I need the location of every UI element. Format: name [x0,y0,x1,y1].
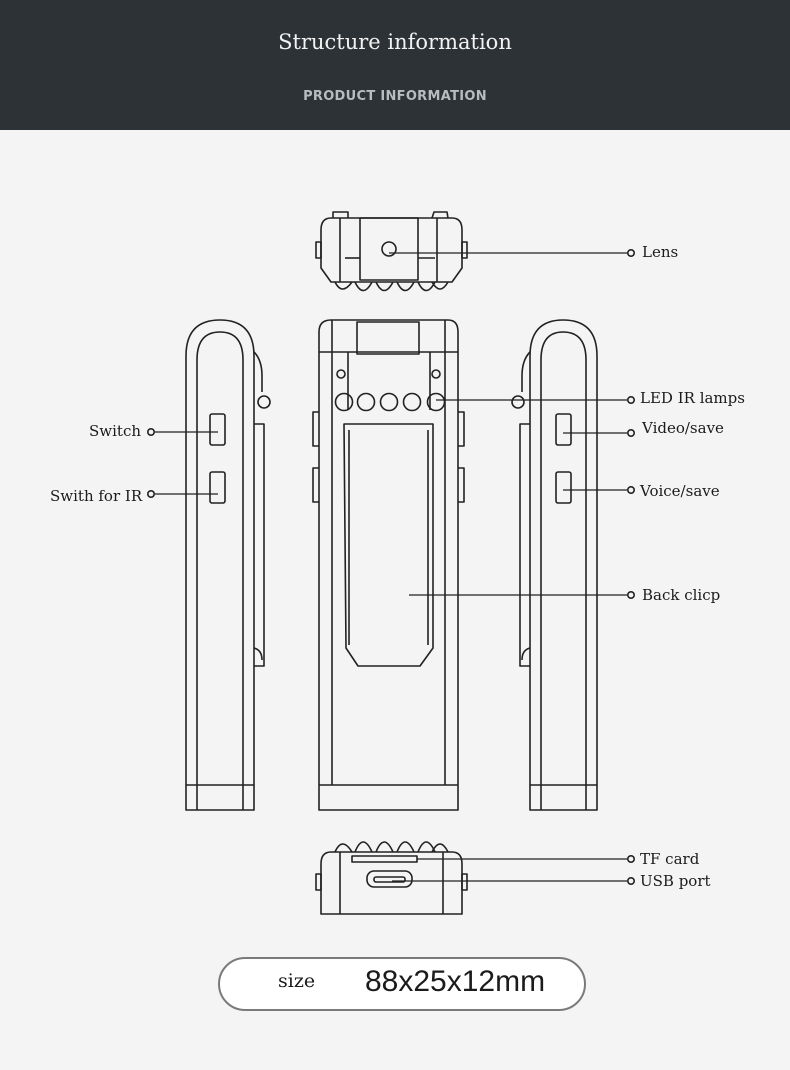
size-badge [218,957,586,1011]
voice-save-button-icon [555,471,572,504]
led-ir-lamps-icon [334,392,446,412]
callout-video-save: Video/save [642,419,724,437]
callout-usb-port: USB port [640,872,711,890]
page-subtitle: PRODUCT INFORMATION [303,89,487,104]
usb-port-icon [366,870,413,888]
callout-voice-save: Voice/save [640,482,720,500]
device-right-side-view [511,319,598,811]
callout-tf-card: TF card [640,850,700,868]
callout-lens: Lens [642,243,679,261]
switch-button-icon [209,413,226,446]
back-clip-icon [343,423,434,667]
switch-for-ir-button-icon [209,471,226,504]
size-label: size [278,970,316,992]
callout-switch-for-ir: Swith for IR [50,487,143,505]
device-top-view [315,211,468,292]
device-front-view [312,319,465,811]
tf-card-slot-icon [351,855,418,863]
header-banner: Structure information PRODUCT INFORMATIO… [0,0,790,130]
callout-back-clip: Back clicp [642,586,721,604]
size-value: 88x25x12mm [365,965,546,998]
video-save-button-icon [555,413,572,446]
lens-icon [381,241,397,257]
page-title: Structure information [278,30,512,54]
device-bottom-view [315,841,468,915]
device-left-side-view [185,319,271,811]
callout-switch: Switch [89,422,142,440]
callout-led-ir-lamps: LED IR lamps [640,389,745,407]
